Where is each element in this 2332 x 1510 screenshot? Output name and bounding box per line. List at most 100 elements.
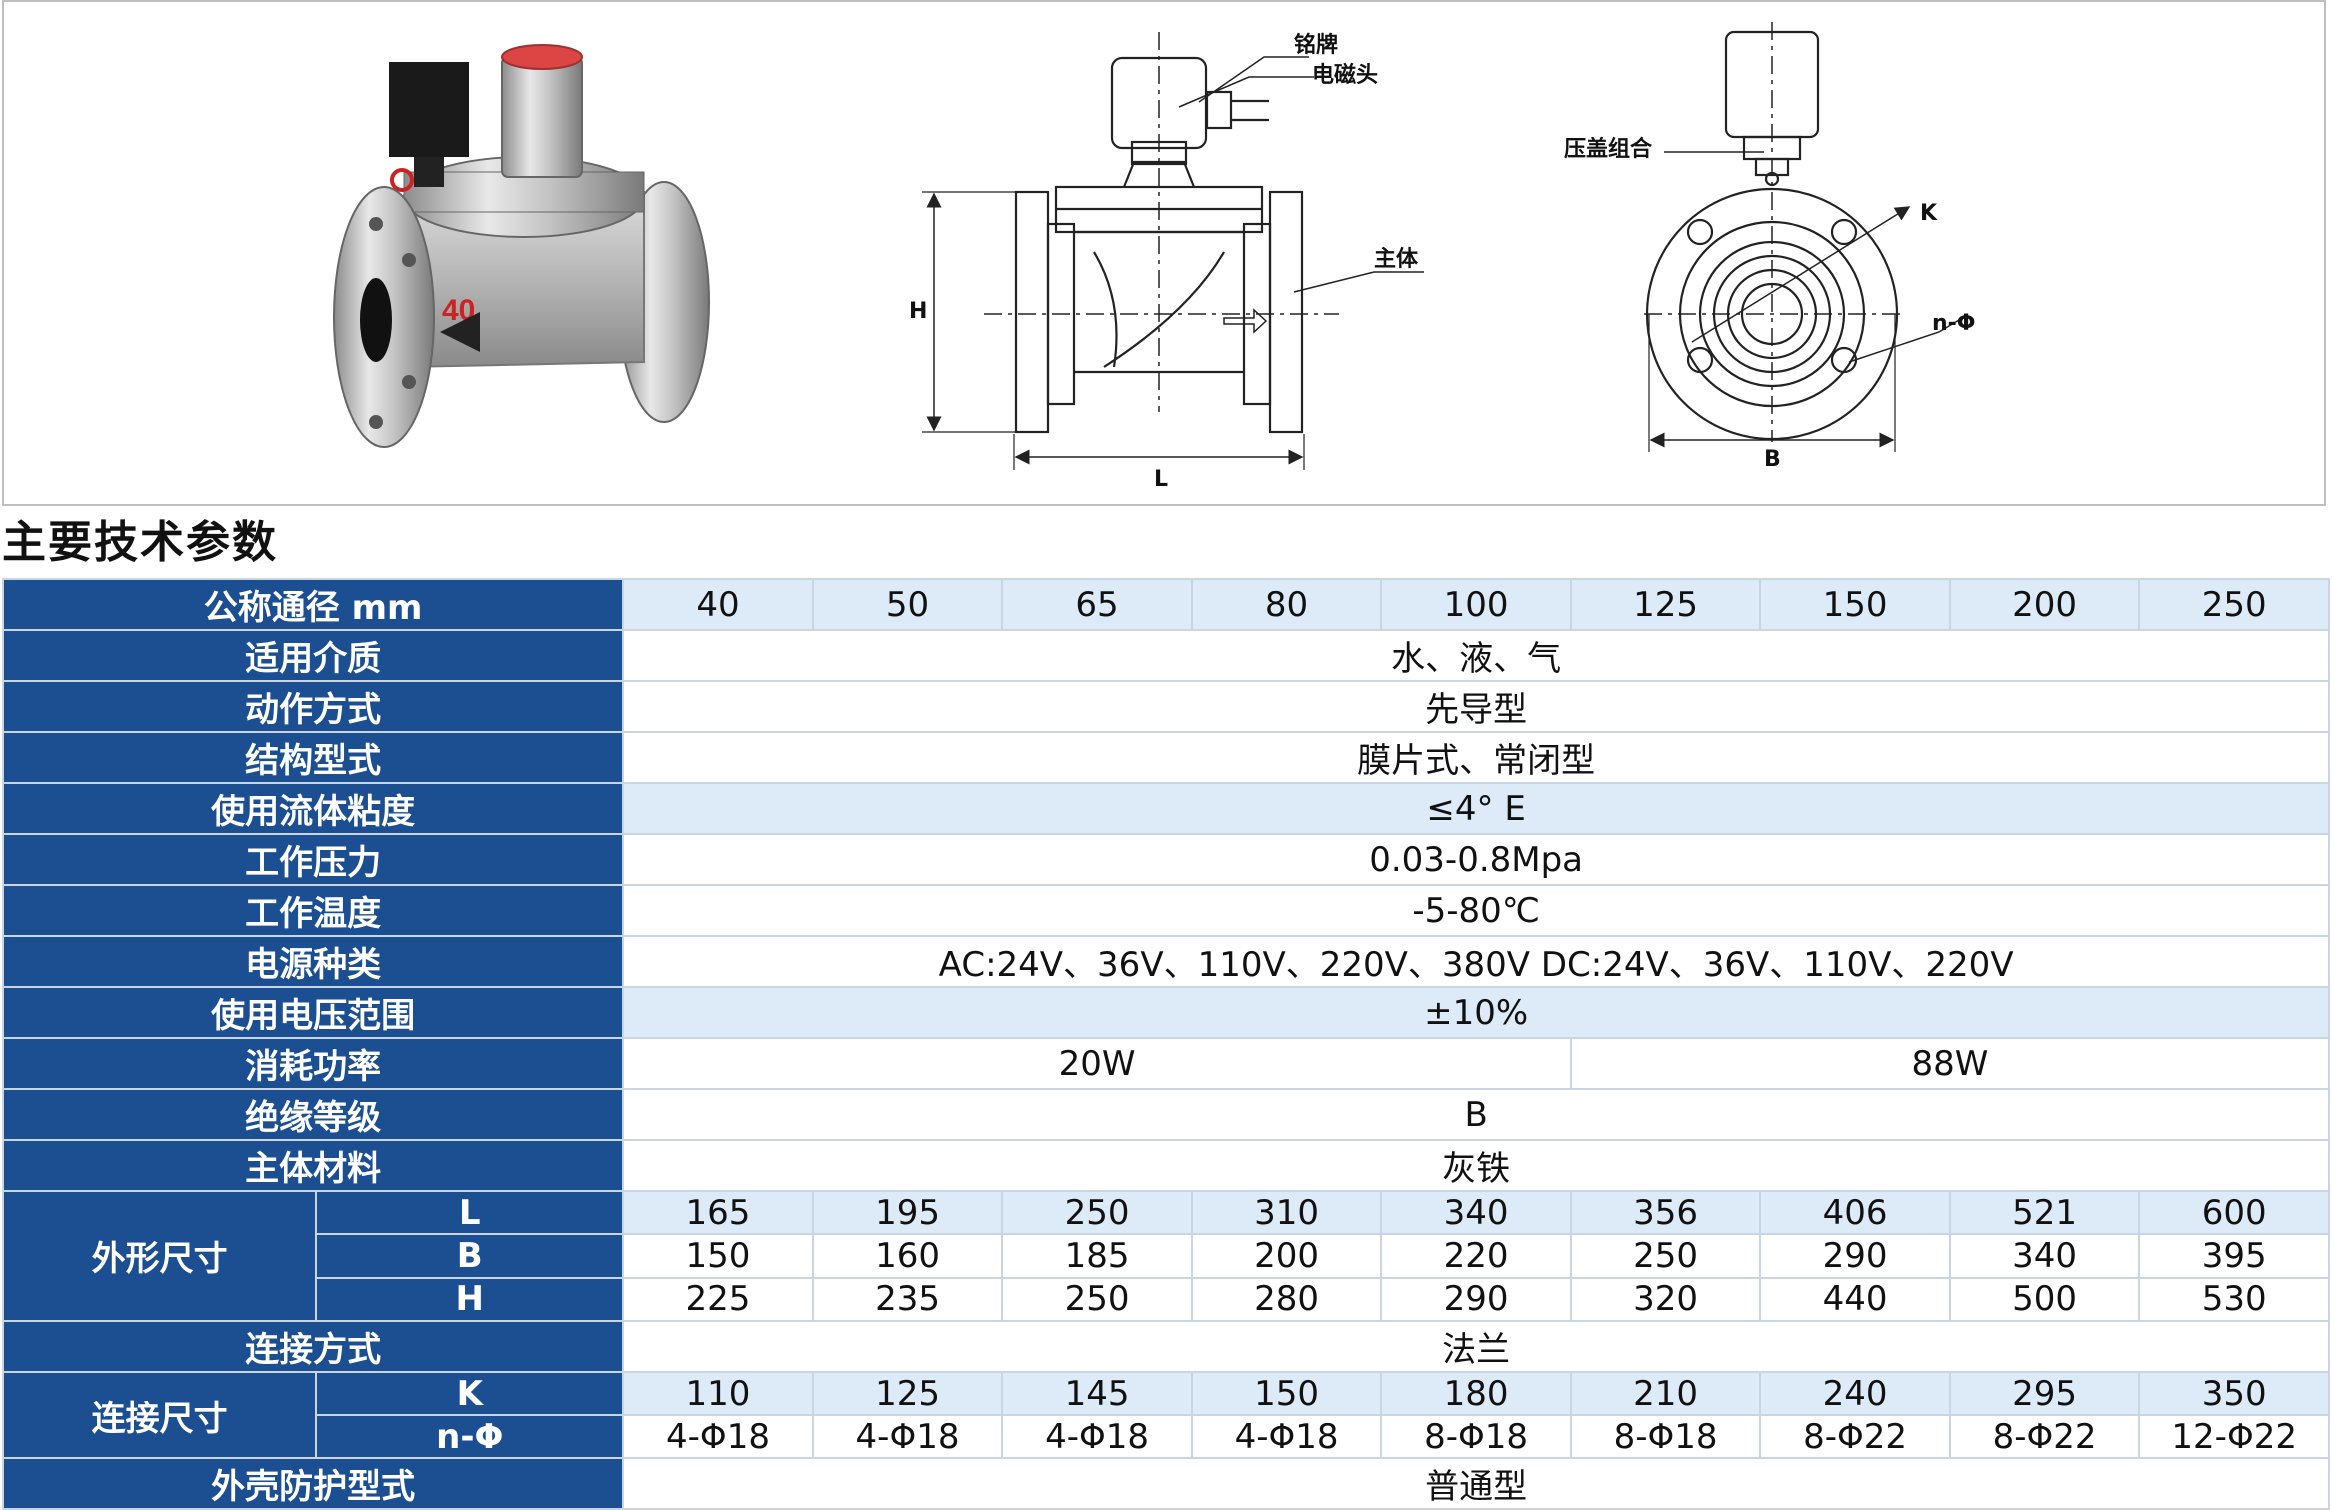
table-cell: 普通型	[622, 1457, 2330, 1510]
row-label: 电源种类	[1, 935, 625, 988]
table-cell: 65	[1001, 578, 1193, 631]
front-view-drawing	[1644, 22, 1960, 452]
b-dim-label: B	[1764, 447, 1781, 472]
product-diagram-panel: 40	[2, 0, 2326, 506]
table-cell: 210	[1569, 1370, 1762, 1417]
table-cell: 200	[1190, 1233, 1383, 1279]
row-conn-k: 连接尺寸 K 110 125 145 150 180 210 240 295 3…	[1, 1370, 2330, 1460]
table-cell: 250	[1001, 1276, 1193, 1322]
holes-label: n-Φ	[1932, 311, 1976, 336]
nameplate-label: 铭牌	[1294, 32, 1338, 58]
height-dim-label: H	[909, 299, 927, 324]
table-cell: 340	[1380, 1189, 1572, 1236]
row-label: 使用电压范围	[1, 986, 625, 1039]
row-label: 外形尺寸	[1, 1190, 318, 1322]
table-cell: 521	[1948, 1189, 2141, 1236]
row-power: 消耗功率 20W 88W	[1, 1037, 2331, 1090]
row-pressure: 工作压力 0.03-0.8Mpa	[1, 833, 2330, 886]
row-sublabel: n-Φ	[315, 1414, 625, 1460]
table-cell: 40	[622, 578, 814, 631]
table-cell: 水、液、气	[622, 629, 2330, 682]
spec-table: 公称通径 mm 40 50 65 80 100 125 150 200 250 …	[1, 578, 2331, 1510]
table-cell: 356	[1569, 1189, 1762, 1236]
table-cell: 250	[2138, 578, 2330, 631]
table-cell: 4-Φ18	[1190, 1414, 1383, 1460]
row-housing: 外壳防护型式 普通型	[1, 1457, 2330, 1510]
length-dim-label: L	[1154, 467, 1168, 492]
row-label: 工作温度	[1, 884, 625, 937]
row-structure: 结构型式 膜片式、常闭型	[1, 731, 2330, 784]
table-cell: 195	[811, 1189, 1004, 1236]
table-cell: 290	[1759, 1233, 1951, 1279]
row-medium: 适用介质 水、液、气	[1, 629, 2330, 682]
table-cell: 250	[1001, 1189, 1193, 1236]
row-diameter: 公称通径 mm 40 50 65 80 100 125 150 200 250	[1, 578, 2330, 631]
table-cell: 150	[1759, 578, 1951, 631]
table-cell: 250	[1569, 1233, 1762, 1279]
row-viscosity: 使用流体粘度 ≤4° E	[1, 782, 2330, 835]
row-label: 连接尺寸	[1, 1370, 318, 1460]
table-cell: 8-Φ22	[1759, 1414, 1951, 1460]
row-insulation: 绝缘等级 B	[1, 1088, 2330, 1141]
table-cell: 4-Φ18	[622, 1414, 814, 1460]
table-cell: 灰铁	[622, 1139, 2330, 1192]
row-label: 使用流体粘度	[1, 782, 625, 835]
row-label: 连接方式	[1, 1319, 625, 1373]
row-label: 绝缘等级	[1, 1088, 625, 1141]
diagram-canvas: 40	[333, 22, 1976, 492]
table-cell: 280	[1190, 1276, 1383, 1322]
table-cell: 440	[1759, 1276, 1951, 1322]
row-label: 工作压力	[1, 833, 625, 886]
row-voltage-range: 使用电压范围 ±10%	[1, 986, 2330, 1039]
row-sublabel: K	[315, 1370, 625, 1417]
table-cell: 240	[1759, 1370, 1951, 1417]
table-cell: 8-Φ18	[1569, 1414, 1762, 1460]
section-title: 主要技术参数	[2, 517, 278, 568]
table-cell: 法兰	[622, 1319, 2330, 1373]
table-cell: 220	[1380, 1233, 1572, 1279]
side-view-drawing	[922, 32, 1424, 470]
table-cell: 165	[622, 1189, 814, 1236]
table-cell: 290	[1380, 1276, 1572, 1322]
table-cell: 88W	[1569, 1037, 2331, 1090]
table-cell: 12-Φ22	[2138, 1414, 2330, 1460]
table-cell: 8-Φ22	[1948, 1414, 2141, 1460]
row-sublabel: H	[315, 1276, 625, 1322]
table-cell: 395	[2138, 1233, 2330, 1279]
solenoid-head-label: 电磁头	[1312, 62, 1378, 88]
table-cell: AC:24V、36V、110V、220V、380V DC:24V、36V、110…	[622, 935, 2330, 988]
size-marking: 40	[442, 294, 475, 327]
table-cell: 225	[622, 1276, 814, 1322]
row-label: 动作方式	[1, 680, 625, 733]
table-cell: 295	[1948, 1370, 2141, 1417]
row-label: 主体材料	[1, 1139, 625, 1192]
row-action: 动作方式 先导型	[1, 680, 2330, 733]
row-label: 外壳防护型式	[1, 1457, 625, 1510]
table-cell: 235	[811, 1276, 1004, 1322]
row-label: 适用介质	[1, 629, 625, 682]
table-cell: 500	[1948, 1276, 2141, 1322]
table-cell: 膜片式、常闭型	[622, 731, 2330, 784]
row-power-type: 电源种类 AC:24V、36V、110V、220V、380V DC:24V、36…	[1, 935, 2330, 988]
table-cell: 160	[811, 1233, 1004, 1279]
row-sublabel: L	[315, 1189, 625, 1236]
table-cell: B	[622, 1088, 2330, 1141]
table-cell: ≤4° E	[622, 782, 2330, 835]
table-cell: 406	[1759, 1189, 1951, 1236]
row-label: 公称通径 mm	[1, 578, 625, 631]
table-cell: 150	[622, 1233, 814, 1279]
row-dim-b: B 150 160 185 200 220 250 290 340 395	[3, 1233, 2330, 1279]
row-label: 消耗功率	[1, 1037, 625, 1090]
valve-photo: 40	[333, 44, 710, 448]
table-cell: 80	[1190, 578, 1383, 631]
table-cell: 200	[1948, 578, 2141, 631]
table-cell: 先导型	[622, 680, 2330, 733]
table-cell: 600	[2138, 1189, 2330, 1236]
row-temperature: 工作温度 -5-80℃	[1, 884, 2330, 937]
row-label: 结构型式	[1, 731, 625, 784]
table-cell: 0.03-0.8Mpa	[622, 833, 2330, 886]
row-dim-l: 外形尺寸 L 165 195 250 310 340 356 406 521 6…	[1, 1189, 2330, 1322]
row-conn-holes: n-Φ 4-Φ18 4-Φ18 4-Φ18 4-Φ18 8-Φ18 8-Φ18 …	[3, 1414, 2330, 1460]
table-cell: 4-Φ18	[811, 1414, 1004, 1460]
table-cell: 50	[811, 578, 1004, 631]
